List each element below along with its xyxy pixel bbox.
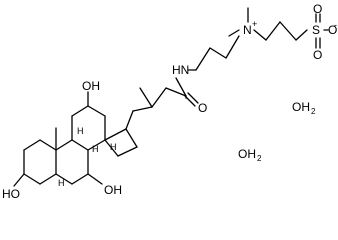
sulfur-label: S (312, 23, 320, 37)
sulfonate-charge: - (334, 20, 337, 30)
water-1: OH 2 (292, 100, 316, 116)
ring-d-bond-3 (117, 146, 138, 157)
ring-d-bond-2 (125, 128, 138, 148)
water-2-label: OH (238, 147, 256, 161)
hydrogen-14-label: H (110, 142, 117, 152)
amide-o-label: O (198, 101, 207, 115)
water-2-subscript: 2 (257, 154, 262, 163)
oh7-bond (87, 173, 103, 185)
ring-b-bond-3 (55, 173, 73, 185)
amide-co-bond-2 (187, 92, 199, 104)
hydroxyl-12-label: OH (82, 79, 100, 93)
ring-d-bond-4 (104, 139, 119, 157)
ring-b-bond-1 (55, 139, 73, 151)
ring-a-bond-2 (23, 139, 41, 151)
ring-c-bond-5 (87, 139, 106, 151)
n-methyl-bond-1 (228, 29, 240, 37)
ring-c-bond-4 (71, 139, 89, 151)
sulfonate-o-bottom: O (313, 48, 322, 62)
hydrogen-8-label: H (92, 144, 99, 154)
ring-a-bond-1 (39, 139, 57, 151)
hydroxyl-7-label: OH (104, 183, 122, 197)
propyl-linker: HN (172, 35, 240, 77)
linker-bond-1 (225, 35, 240, 59)
water-2: OH 2 (238, 147, 262, 163)
amide-nh-label: HN (172, 63, 189, 77)
sulfonate-chain: N + S O O O - (228, 2, 337, 62)
chain-bond-d (295, 29, 308, 41)
water-1-label: OH (292, 100, 310, 114)
oh3-bond (13, 173, 25, 187)
hydroxyl-3-label: HO (2, 187, 20, 201)
structure-canvas: N + S O O O - HN O (2, 2, 337, 201)
amide-co-bond-1 (184, 95, 196, 107)
sulfonate-o-top: O (313, 2, 322, 16)
ring-a-bond-4 (23, 173, 41, 185)
amide-c-n-bond (175, 77, 187, 97)
chain-c23-c22 (165, 87, 187, 97)
hydrogen-9-label: H (77, 126, 84, 136)
n-plus-label: N (243, 23, 252, 37)
amide-side-chain: O (132, 77, 207, 115)
hydrogen-5-label: H (58, 178, 65, 188)
sulfonate-o-right: O (328, 23, 337, 37)
steroid-core: OH OH HO H H H H (2, 79, 138, 201)
chain-bond-b (265, 21, 281, 41)
ring-d-bond-5 (104, 128, 127, 141)
ring-a-bond-5 (39, 173, 57, 185)
ring-d-bond-1 (125, 110, 134, 130)
linker-bond-2 (209, 47, 227, 59)
linker-bond-3 (195, 47, 211, 71)
n-plus-charge: + (252, 19, 257, 29)
ring-c-bond-1 (87, 105, 106, 117)
chemical-structure: N + S O O O - HN O (2, 2, 337, 201)
chain-c20-c21 (139, 87, 153, 108)
ring-c-bond-2 (71, 105, 89, 117)
water-1-subscript: 2 (311, 107, 316, 116)
chain-bond-c (279, 21, 297, 41)
chain-c22-c20 (151, 87, 167, 108)
ring-b-bond-4 (71, 173, 89, 185)
chain-c20-c17 (132, 106, 153, 112)
chain-bond-a (253, 29, 267, 41)
